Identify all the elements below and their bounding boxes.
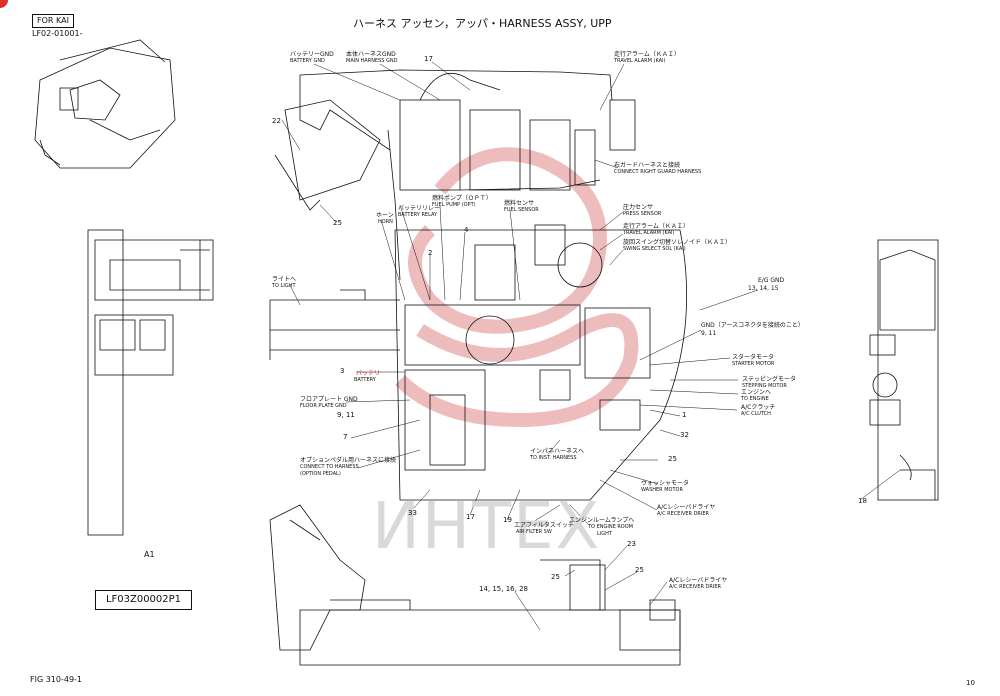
label-air-filter-jp: エアフィルタスイッチ — [514, 522, 574, 529]
label-gnd-note: GND（アースコネクタを接続のこと） — [701, 322, 804, 329]
label-inst-harness-jp: インパネハーネスへ — [530, 448, 585, 455]
callout-25-right: 25 — [668, 455, 677, 463]
label-floor-gnd-jp: フロアプレート GND — [300, 396, 358, 403]
leader-lines — [281, 61, 901, 631]
left-side-view — [87, 229, 214, 536]
callout-25-bottom-left: 25 — [551, 573, 560, 581]
label-starter-jp: スタータモータ — [732, 354, 775, 361]
label-to-engine-en: TO ENGINE — [741, 396, 769, 402]
figure-number: FIG 310-49-1 — [30, 675, 83, 684]
bottom-view — [269, 504, 681, 666]
doc-code: LF02-01001- — [32, 29, 83, 38]
label-swing-select-jp: 旋回スイング切替ソレノイド（ＫＡＩ） — [623, 239, 732, 246]
label-battery-gnd-jp: バッテリーGND — [290, 51, 334, 58]
callout-2: 2 — [428, 249, 433, 257]
label-main-harness-jp: 本体ハーネスGND — [346, 51, 396, 58]
label-engine-light-en1: TO ENGINE ROOM — [588, 524, 633, 530]
callout-17-bottom: 17 — [466, 513, 475, 521]
main-upper-structure — [269, 224, 688, 501]
callout-a1: A1 — [144, 550, 155, 559]
label-starter-en: STARTER MOTOR — [732, 361, 775, 367]
label-to-light-jp: ライトへ — [272, 276, 297, 283]
label-air-filter-en: AIR FILTER SW — [516, 529, 552, 535]
callout-17-top: 17 — [424, 55, 433, 63]
page-number: 10 — [966, 679, 975, 687]
label-option-pedal-jp: オプションペダル用ハーネスに接続 — [300, 457, 397, 464]
label-ac-drier-en: A/C RECEIVER DRIER — [657, 511, 710, 517]
label-floor-gnd-en: FLOOR PLATE GND — [300, 403, 347, 409]
label-gnd-nums: 9, 11 — [701, 330, 717, 337]
label-ac-clutch-jp: A/Cクラッチ — [741, 404, 776, 411]
label-engine-light-jp: エンジンルームランプへ — [569, 517, 635, 524]
label-fuel-sensor-jp: 燃料センサ — [504, 200, 535, 207]
label-ac-drier2-en: A/C RECEIVER DRIER — [669, 584, 722, 590]
label-battery-jp: バッテリ — [356, 370, 381, 377]
corner-marker-icon — [0, 0, 8, 8]
label-battery-relay-jp: バッテリリレー — [398, 205, 441, 212]
label-ac-clutch-en: A/C CLUTCH — [741, 411, 771, 417]
callout-4: 4 — [464, 226, 469, 234]
label-right-guard-jp: 右ガードハーネスと接続 — [614, 162, 681, 169]
label-fuel-sensor-en: FUEL SENSOR — [504, 207, 539, 213]
label-eg-gnd: E/G GND — [758, 277, 785, 284]
label-nums-14-28: 14, 15, 16, 28 — [479, 585, 528, 593]
right-engine-view — [869, 239, 939, 501]
label-battery-relay-en: BATTERY RELAY — [398, 212, 438, 218]
label-ac-drier-jp: A/Cレシーバドライヤ — [657, 504, 716, 511]
label-engine-light-en2: LIGHT — [597, 531, 612, 537]
label-stepping-jp: ステッピングモータ — [742, 376, 797, 383]
for-kai-tag: FOR KAI — [32, 14, 74, 28]
label-inst-harness-en: TO INST. HARNESS — [530, 455, 577, 461]
callout-25-bottom-right: 25 — [635, 566, 644, 574]
callout-3: 3 — [340, 367, 345, 375]
callout-22: 22 — [272, 117, 281, 125]
label-swing-select-en: SWING SELECT SOL (KAI) — [623, 246, 686, 252]
label-travel-alarm-jp: 走行アラーム（ＫＡＩ） — [614, 51, 680, 58]
label-floor-nums: 9, 11 — [337, 411, 355, 419]
label-press-sensor-jp: 圧力センサ — [623, 204, 654, 211]
callout-33: 33 — [408, 509, 417, 517]
callout-19: 19 — [503, 516, 512, 524]
label-travel-alarm2-en: TRAVEL ALARM (KAI) — [623, 230, 675, 236]
label-ac-drier2-jp: A/Cレシーバドライヤ — [669, 577, 728, 584]
callout-32: 32 — [680, 431, 689, 439]
label-horn-en: HORN — [378, 219, 393, 225]
label-fuel-pump-jp: 燃料ポンプ（ＯＰＴ） — [432, 195, 492, 202]
machine-overview-sketch — [34, 39, 176, 169]
part-number-box: LF03Z00002P1 — [95, 590, 192, 610]
watermark-text: ИНТЕХ — [372, 490, 602, 564]
watermark-logo-icon — [395, 147, 639, 428]
label-press-sensor-en: PRESS SENSOR — [623, 211, 662, 217]
label-fuel-pump-en: FUEL PUMP (OPT) — [432, 202, 476, 208]
label-washer-en: WASHER MOTOR — [641, 487, 683, 493]
callout-7: 7 — [343, 433, 348, 441]
label-stepping-en: STEPPING MOTOR — [742, 383, 787, 389]
label-travel-alarm2-jp: 走行アラーム（ＫＡＩ） — [623, 223, 689, 230]
label-battery-gnd-en: BATTERY GND — [290, 58, 325, 64]
label-to-light-en: TO LIGHT — [272, 283, 296, 289]
label-travel-alarm-en: TRAVEL ALARM (KAI) — [614, 58, 666, 64]
callout-23: 23 — [627, 540, 636, 548]
label-horn-jp: ホーン — [376, 212, 394, 219]
label-to-engine-jp: エンジンへ — [741, 389, 772, 396]
callout-1: 1 — [682, 411, 687, 419]
label-option-pedal-en1: CONNECT TO HARNESS — [300, 464, 359, 470]
upper-frame-view — [274, 69, 636, 281]
page-title: ハーネス アッセン，アッパ・HARNESS ASSY, UPP — [353, 17, 612, 30]
callout-25-upper: 25 — [333, 219, 342, 227]
label-right-guard-en: CONNECT RIGHT GUARD HARNESS — [614, 169, 702, 175]
label-eg-gnd-nums: 13, 14, 15 — [748, 285, 779, 292]
label-washer-jp: ウォッシャモータ — [641, 480, 690, 487]
label-battery-en: BATTERY — [354, 377, 376, 383]
callout-18: 18 — [858, 497, 867, 505]
label-option-pedal-en2: (OPTION PEDAL) — [300, 471, 341, 477]
label-main-harness-en: MAIN HARNESS GND — [346, 58, 398, 64]
